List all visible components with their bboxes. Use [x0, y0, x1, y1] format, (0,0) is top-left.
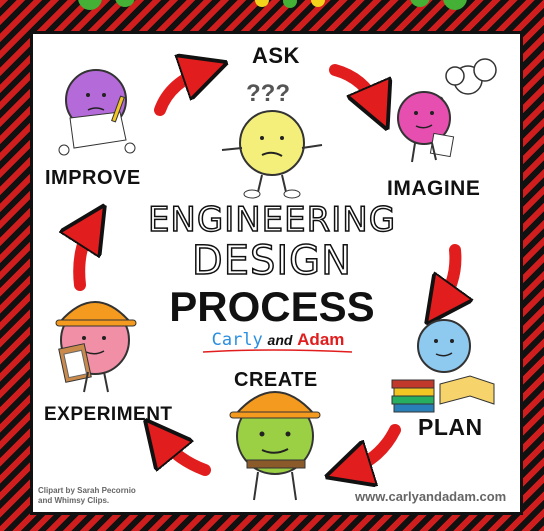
top-decoration [78, 0, 467, 10]
title-design: DESIGN [191, 237, 353, 285]
step-label-experiment: EXPERIMENT [44, 404, 173, 425]
decor-dot-green [115, 0, 135, 7]
tool-belt [246, 459, 306, 469]
arrow-plan-to-create [348, 424, 401, 470]
clipart-credit: Clipart by Sarah Pecornio and Whimsy Cli… [38, 486, 136, 506]
decor-dot-green [78, 0, 102, 10]
decor-dot-yellow [255, 0, 269, 7]
cycle-arrows [79, 70, 455, 470]
arrow-create-to-experiment [160, 438, 211, 476]
decor-dot-green [410, 0, 430, 7]
step-label-create: CREATE [234, 369, 318, 391]
brand-first-name: Carly [211, 330, 263, 350]
title-engineering: ENGINEERING [147, 199, 397, 241]
imagine-character [397, 58, 497, 163]
arrow-ask-to-imagine [329, 64, 378, 108]
improve-character [58, 69, 136, 156]
book-stack [391, 379, 435, 389]
decor-dot-yellow [311, 0, 325, 7]
decor-dot-green [443, 0, 467, 10]
brand-underline [202, 349, 353, 353]
brand-second-name: Adam [297, 330, 345, 349]
step-label-plan: PLAN [418, 414, 483, 440]
hard-hat [57, 301, 133, 323]
step-label-ask: ASK [252, 43, 300, 68]
decor-dot-green [283, 0, 297, 8]
arrow-improve-to-ask [154, 70, 205, 116]
website-url: www.carlyandadam.com [355, 489, 507, 504]
experiment-character [55, 301, 137, 393]
hard-hat [233, 391, 317, 415]
brand-logo: Carly and Adam [203, 330, 353, 350]
arrow-imagine-to-plan [440, 244, 455, 305]
plan-ball [417, 319, 471, 373]
ask-ball [239, 110, 305, 176]
brand-and: and [267, 332, 293, 348]
step-label-improve: IMPROVE [45, 167, 141, 189]
credit-line-2: and Whimsy Clips. [38, 496, 110, 505]
credit-line-1: Clipart by Sarah Pecornio [38, 486, 136, 495]
create-character [229, 391, 321, 501]
arrow-experiment-to-improve [79, 225, 92, 291]
question-marks: ??? [246, 80, 290, 107]
step-label-imagine: IMAGINE [387, 177, 481, 200]
ask-character: ??? [221, 80, 323, 199]
plan-character [391, 319, 495, 413]
title-process: PROCESS [169, 283, 375, 330]
imagine-ball [397, 91, 451, 145]
